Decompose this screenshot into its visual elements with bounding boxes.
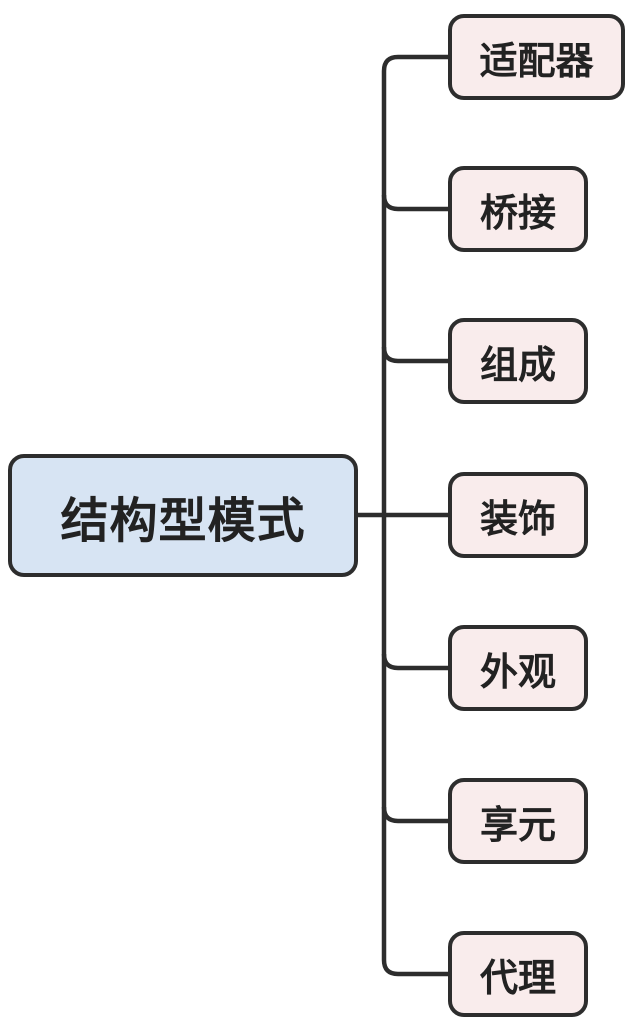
connector-facade [381,653,448,671]
node-label: 装饰 [479,498,556,541]
node-label: 适配器 [479,40,594,83]
node-label: 外观 [479,651,556,694]
connector-composite [381,346,448,364]
node-structural-patterns[interactable]: 结构型模式 [8,454,358,577]
node-facade[interactable]: 外观 [448,625,588,711]
node-proxy[interactable]: 代理 [448,931,588,1017]
node-composite[interactable]: 组成 [448,318,588,404]
node-label: 桥接 [479,192,556,235]
node-adapter[interactable]: 适配器 [448,14,625,100]
connector-bridge [381,194,448,212]
node-label: 享元 [479,804,556,847]
node-label: 组成 [479,344,556,387]
node-label: 代理 [479,957,556,1000]
node-decorator[interactable]: 装饰 [448,472,588,558]
node-flyweight[interactable]: 享元 [448,778,588,864]
node-label: 结构型模式 [60,494,306,548]
connector-flyweight [381,806,448,824]
node-bridge[interactable]: 桥接 [448,166,588,252]
